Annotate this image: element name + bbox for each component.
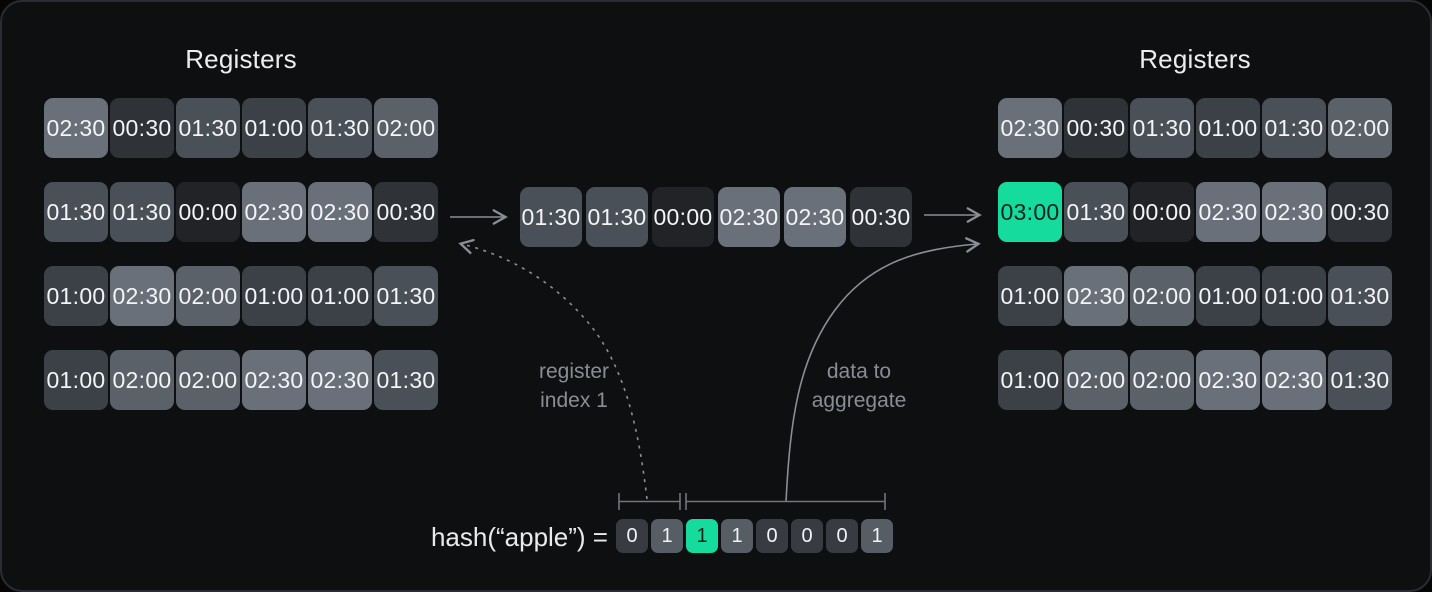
register-cell: 02:00 <box>1064 350 1128 410</box>
hash-bit: 1 <box>721 519 753 553</box>
register-cell: 01:30 <box>374 266 438 326</box>
register-cell: 02:30 <box>998 98 1062 158</box>
register-cell: 01:00 <box>44 350 108 410</box>
register-cell: 01:30 <box>1328 350 1392 410</box>
register-cell: 02:30 <box>44 98 108 158</box>
register-cell: 00:30 <box>850 187 912 247</box>
register-cell: 00:30 <box>1328 182 1392 242</box>
register-cell-highlighted: 03:00 <box>998 182 1062 242</box>
data-aggregate-label-line1: data to <box>826 360 892 383</box>
register-cell: 01:30 <box>44 182 108 242</box>
register-cell: 01:00 <box>242 98 306 158</box>
register-cell: 01:30 <box>176 98 240 158</box>
register-cell: 02:30 <box>784 187 846 247</box>
bracket-data-bits <box>685 493 886 510</box>
register-cell: 02:00 <box>1328 98 1392 158</box>
register-cell: 01:00 <box>1196 266 1260 326</box>
register-cell: 01:30 <box>520 187 582 247</box>
register-cell: 02:00 <box>110 350 174 410</box>
register-cell: 01:00 <box>242 266 306 326</box>
register-cell: 01:00 <box>1262 266 1326 326</box>
register-cell: 02:30 <box>308 182 372 242</box>
left-registers-title: Registers <box>185 44 297 74</box>
register-cell: 01:30 <box>1262 98 1326 158</box>
register-cell: 02:30 <box>1262 350 1326 410</box>
register-cell: 02:00 <box>374 98 438 158</box>
register-cell: 02:30 <box>110 266 174 326</box>
register-cell: 01:00 <box>44 266 108 326</box>
hash-expression-label: hash(“apple”) = <box>430 522 608 552</box>
register-cell: 00:00 <box>1130 182 1194 242</box>
register-cell: 02:30 <box>242 350 306 410</box>
register-cell: 02:00 <box>1130 350 1194 410</box>
register-cell: 01:00 <box>998 266 1062 326</box>
register-cell: 02:30 <box>242 182 306 242</box>
data-aggregate-label: data to aggregate <box>774 357 944 415</box>
register-cell: 02:00 <box>1130 266 1194 326</box>
register-cell: 00:30 <box>374 182 438 242</box>
register-cell: 02:30 <box>308 350 372 410</box>
data-aggregate-label-line2: aggregate <box>811 389 907 412</box>
register-cell: 01:30 <box>1130 98 1194 158</box>
register-cell: 01:30 <box>110 182 174 242</box>
register-cell: 01:30 <box>586 187 648 247</box>
register-cell: 02:30 <box>1196 182 1260 242</box>
register-cell: 02:00 <box>176 266 240 326</box>
register-cell: 02:30 <box>1262 182 1326 242</box>
hash-bit: 0 <box>616 519 648 553</box>
hash-bit: 0 <box>791 519 823 553</box>
bracket-index-bits <box>618 493 681 510</box>
register-cell: 02:30 <box>1196 350 1260 410</box>
hash-bit-highlighted: 1 <box>686 519 718 553</box>
register-cell: 00:30 <box>1064 98 1128 158</box>
register-cell: 00:30 <box>110 98 174 158</box>
register-cell: 00:00 <box>652 187 714 247</box>
register-cell: 02:00 <box>176 350 240 410</box>
hash-bit: 0 <box>756 519 788 553</box>
register-index-label: register index 1 <box>489 357 659 415</box>
register-cell: 01:00 <box>1196 98 1260 158</box>
hash-bit: 1 <box>861 519 893 553</box>
register-index-label-line2: index 1 <box>540 389 608 412</box>
register-cell: 02:30 <box>718 187 780 247</box>
register-cell: 02:30 <box>1064 266 1128 326</box>
register-cell: 01:30 <box>1064 182 1128 242</box>
register-index-label-line1: register <box>538 360 610 383</box>
register-cell: 01:00 <box>998 350 1062 410</box>
right-registers-title: Registers <box>1139 44 1251 74</box>
hash-bit: 0 <box>826 519 858 553</box>
register-cell: 01:30 <box>374 350 438 410</box>
register-cell: 00:00 <box>176 182 240 242</box>
hash-bit: 1 <box>651 519 683 553</box>
register-cell: 01:30 <box>308 98 372 158</box>
register-cell: 01:00 <box>308 266 372 326</box>
register-cell: 01:30 <box>1328 266 1392 326</box>
